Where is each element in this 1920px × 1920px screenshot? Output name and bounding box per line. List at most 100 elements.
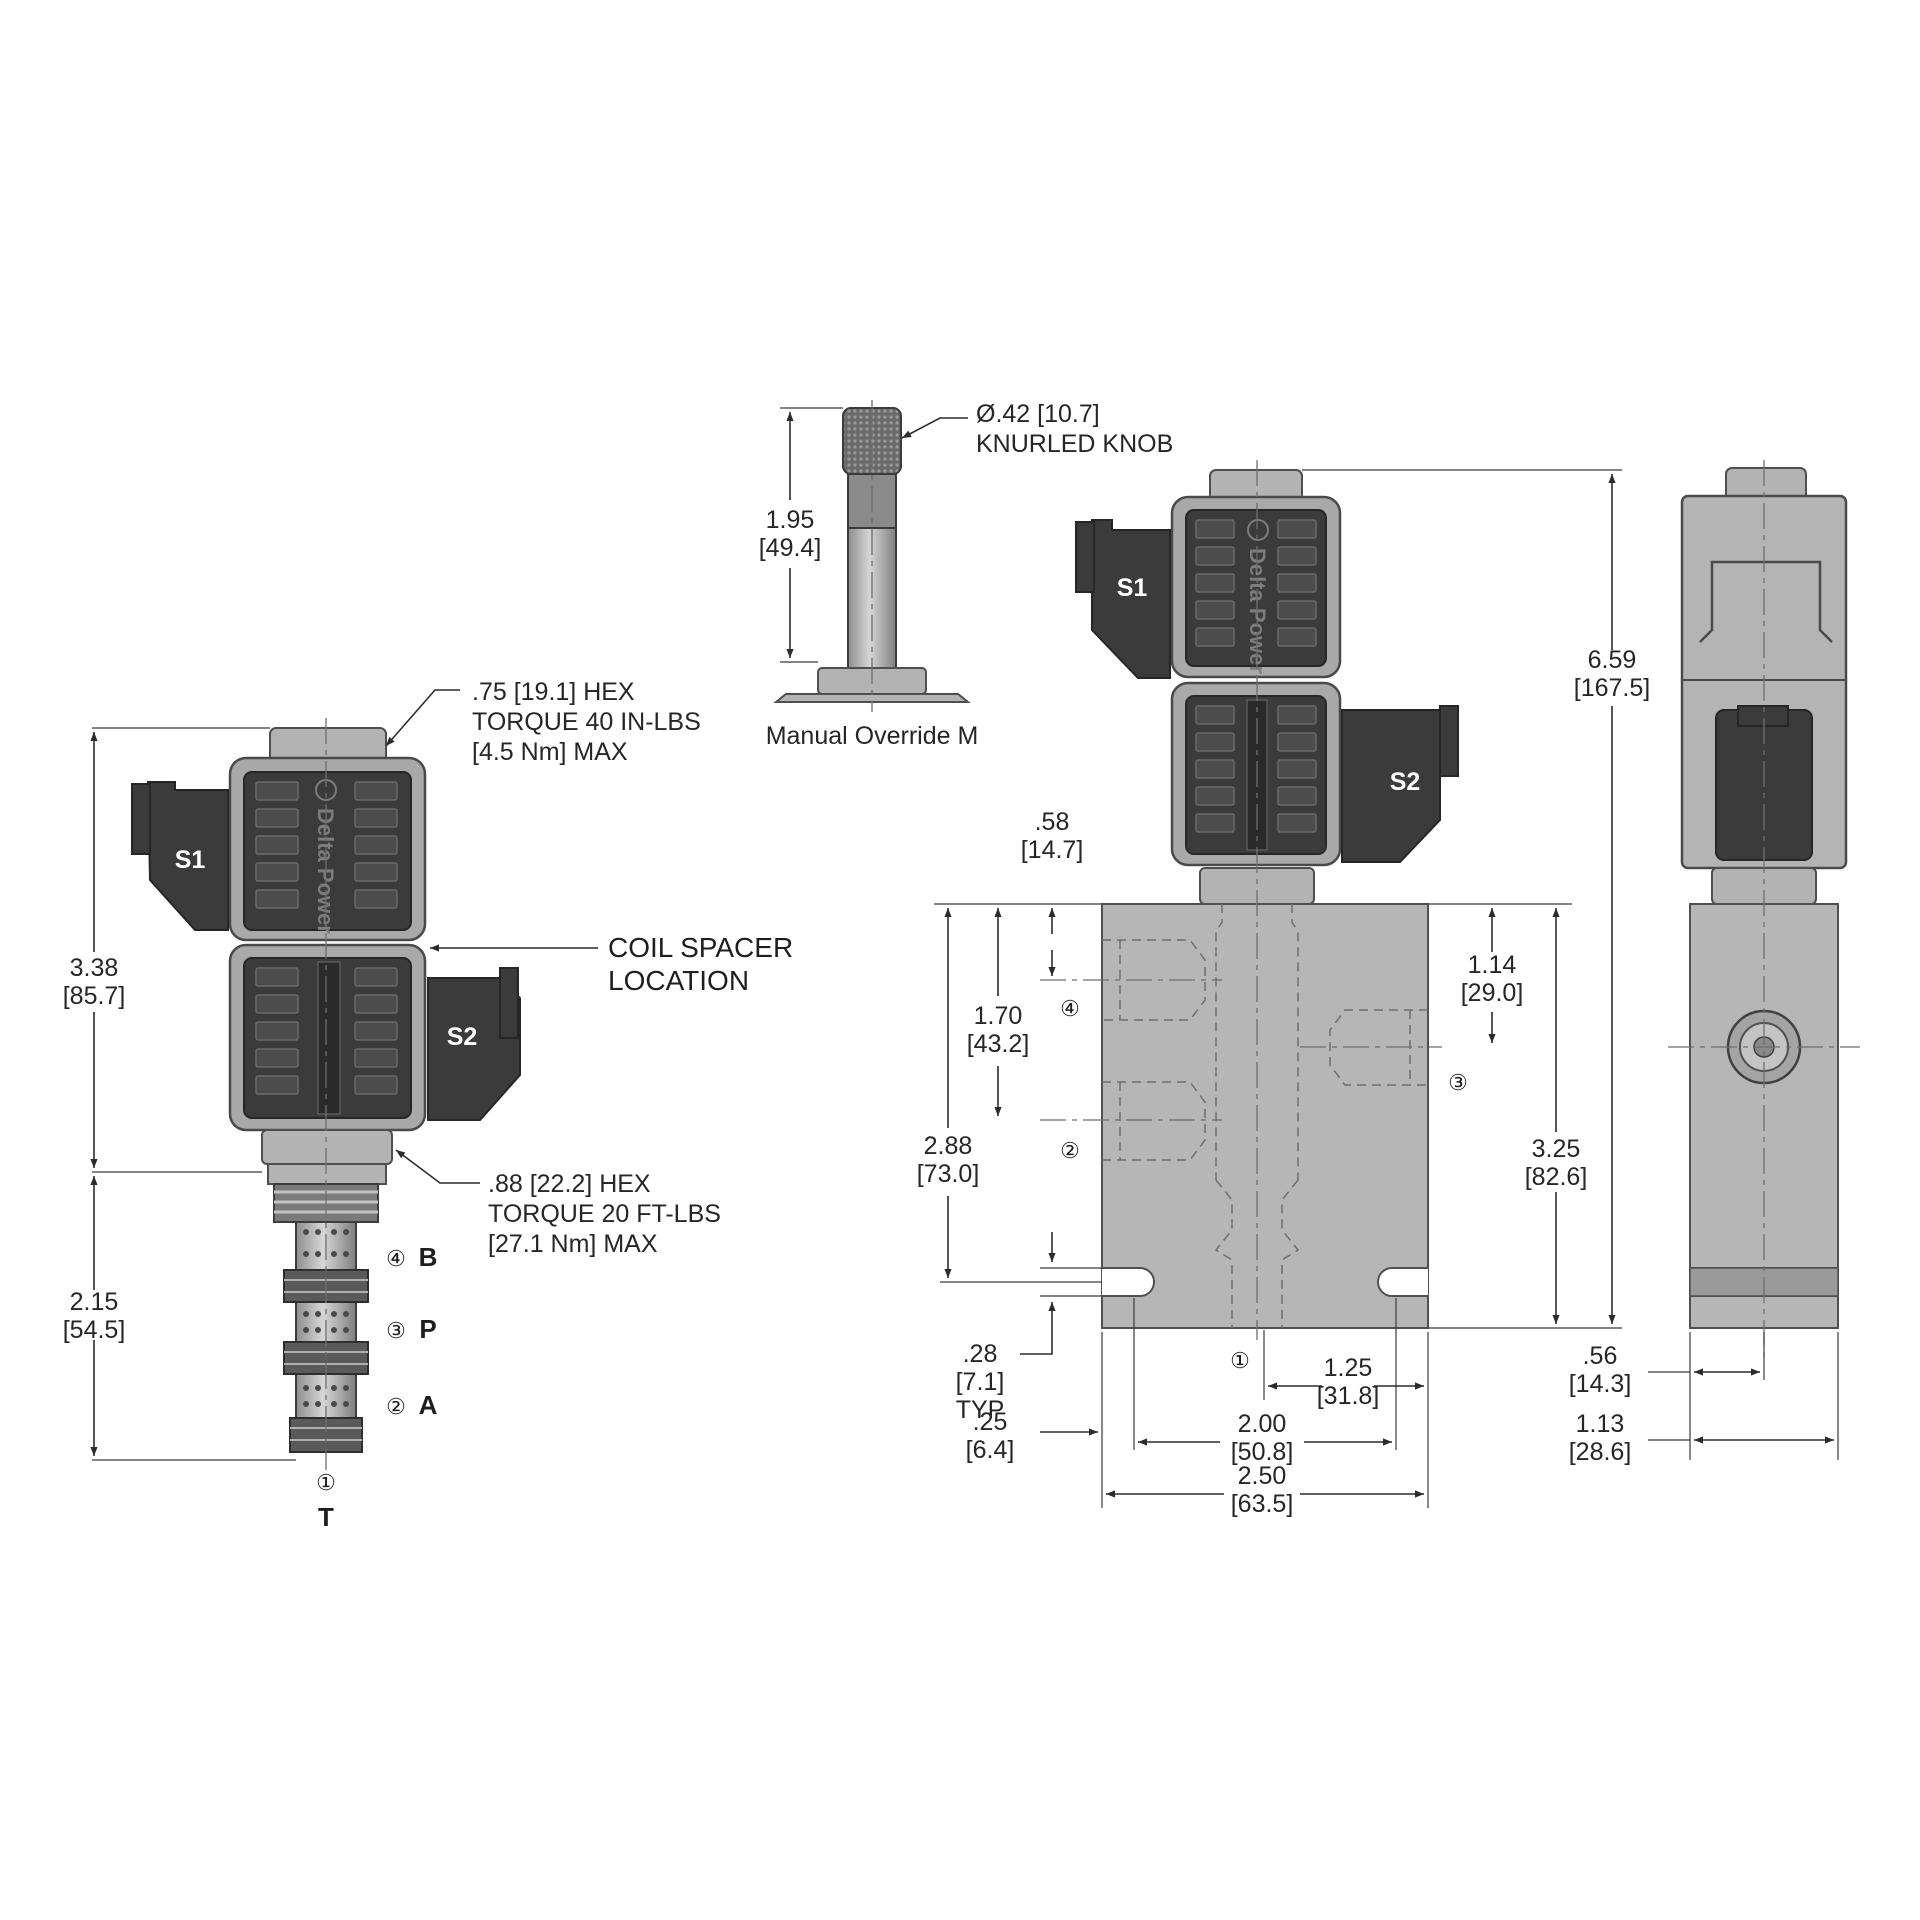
hex-bottom-line1: .88 [22.2] HEX — [488, 1170, 651, 1198]
coil-slot — [1277, 786, 1317, 806]
dim-056: .56 — [1583, 1342, 1618, 1370]
cartridge-hole — [303, 1385, 309, 1391]
coil-slot — [1195, 813, 1235, 833]
dim-028-metric: [7.1] — [956, 1368, 1005, 1396]
coil-slot — [255, 808, 299, 828]
cartridge-hole — [331, 1251, 337, 1257]
coil-slot — [1195, 627, 1235, 647]
dim-170: 1.70 — [974, 1002, 1023, 1030]
coil-slot — [1277, 573, 1317, 593]
coil-slot — [1277, 627, 1317, 647]
front-port-3: ③ — [1448, 1070, 1468, 1095]
upper-coil: Delta Power S1 — [131, 756, 427, 942]
cartridge-hole — [343, 1401, 349, 1407]
cartridge-hole — [331, 1311, 337, 1317]
cartridge-hole — [303, 1311, 309, 1317]
coil-slot — [255, 1075, 299, 1095]
dim-125-metric: [31.8] — [1317, 1382, 1380, 1410]
coil-slot — [255, 835, 299, 855]
coil-slot — [354, 1075, 398, 1095]
coil-slot — [255, 1021, 299, 1041]
mount-slot-right — [1377, 1267, 1428, 1297]
front-coil-label-s1: S1 — [1117, 574, 1148, 602]
cartridge-hole — [343, 1385, 349, 1391]
port-a-label: A — [419, 1390, 438, 1420]
port-1-symbol: ① — [316, 1470, 336, 1495]
cartridge-hole — [343, 1251, 349, 1257]
coil-slot — [255, 862, 299, 882]
coil-slot — [354, 1021, 398, 1041]
hex-top-line3: [4.5 Nm] MAX — [472, 738, 628, 766]
manifold-front-view: Delta Power S1 S2 — [1040, 460, 1459, 1340]
cartridge-hole — [303, 1229, 309, 1235]
coil-label-s2: S2 — [447, 1023, 478, 1051]
dim-215: 2.15 — [70, 1288, 119, 1316]
dim-058: .58 — [1035, 808, 1070, 836]
manifold-block — [1101, 903, 1429, 1329]
coil-slot — [354, 862, 398, 882]
knob-note-line1: Ø.42 [10.7] — [976, 400, 1100, 428]
manual-override-view: 1.95 [49.4] Ø.42 [10.7] KNURLED KNOB Man… — [759, 400, 1173, 750]
coil-slot — [255, 1048, 299, 1068]
port-2-symbol: ② — [386, 1394, 406, 1419]
dim-338-metric: [85.7] — [63, 982, 126, 1010]
coil-slot — [354, 889, 398, 909]
front-view-dimensions: .58 [14.7] 1.70 [43.2] 2.88 [73.0] .28 [… — [917, 469, 1650, 1518]
dim-250: 2.50 — [1238, 1462, 1287, 1490]
dim-200: 2.00 — [1238, 1410, 1287, 1438]
coil-slot — [1277, 546, 1317, 566]
coil-slot — [1277, 705, 1317, 725]
dim-200-metric: [50.8] — [1231, 1438, 1294, 1466]
coil-slot — [354, 1048, 398, 1068]
cartridge-hole — [331, 1229, 337, 1235]
valve-cartridge-view: Delta Power S1 S2 — [131, 718, 521, 1470]
cartridge-hole — [315, 1311, 321, 1317]
dim-288: 2.88 — [924, 1132, 973, 1160]
coil-slot — [1277, 813, 1317, 833]
override-caption: Manual Override M — [766, 722, 979, 750]
hex-top-line2: TORQUE 40 IN-LBS — [472, 708, 701, 736]
coil-slot — [354, 994, 398, 1014]
coil-slot — [255, 994, 299, 1014]
knob-note-line2: KNURLED KNOB — [976, 430, 1173, 458]
cartridge-hole — [343, 1327, 349, 1333]
coil-slot — [354, 967, 398, 987]
cartridge-hole — [303, 1401, 309, 1407]
coil-slot — [255, 967, 299, 987]
cartridge-hole — [331, 1385, 337, 1391]
dim-114-metric: [29.0] — [1461, 979, 1524, 1007]
bottom-hex-nut — [261, 1129, 393, 1165]
hex-bottom-line3: [27.1 Nm] MAX — [488, 1230, 658, 1258]
manifold-side-view: .56 [14.3] 1.13 [28.6] — [1569, 460, 1860, 1466]
port-p-label: P — [419, 1314, 436, 1344]
front-port-1: ① — [1230, 1348, 1250, 1373]
coil-slot — [1195, 759, 1235, 779]
front-s2-connector — [1341, 709, 1441, 863]
cartridge-hole — [303, 1251, 309, 1257]
port-3-symbol: ③ — [386, 1318, 406, 1343]
coil-slot — [255, 889, 299, 909]
dim-288-metric: [73.0] — [917, 1160, 980, 1188]
mount-slot-left — [1102, 1267, 1155, 1297]
dim-113-metric: [28.6] — [1569, 1438, 1632, 1466]
coil-slot — [255, 781, 299, 801]
dim-325: 3.25 — [1532, 1135, 1581, 1163]
coil-slot — [1277, 759, 1317, 779]
dim-113: 1.13 — [1576, 1410, 1625, 1438]
dim-250-metric: [63.5] — [1231, 1490, 1294, 1518]
coil-spacer-line1: COIL SPACER — [608, 932, 793, 963]
dim-338: 3.38 — [70, 954, 119, 982]
coil-label-s1: S1 — [175, 846, 206, 874]
s1-connector — [146, 781, 229, 931]
coil-slot — [354, 808, 398, 828]
coil-slot — [1195, 546, 1235, 566]
cartridge-hole — [315, 1229, 321, 1235]
hex-top-line1: .75 [19.1] HEX — [472, 678, 635, 706]
coil-slot — [1195, 732, 1235, 752]
coil-slot — [1277, 600, 1317, 620]
coil-slot — [1195, 573, 1235, 593]
dim-056-metric: [14.3] — [1569, 1370, 1632, 1398]
coil-slot — [1277, 519, 1317, 539]
hex-bottom-line2: TORQUE 20 FT-LBS — [488, 1200, 721, 1228]
